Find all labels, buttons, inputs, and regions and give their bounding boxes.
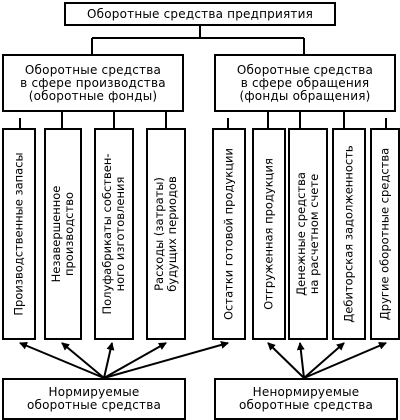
arrow-normed-5 [103, 341, 229, 379]
column-label: Дебиторская задолженность [341, 145, 356, 323]
column-semi-finished: Полуфабрикаты собствен- ного изготовлени… [94, 128, 134, 340]
arrow-unnormed-4 [303, 342, 387, 379]
circulation-line-2: в сфере обращения [240, 75, 370, 90]
column-label: ного изготовления [113, 176, 127, 292]
column-production-stock: Производственные запасы [2, 128, 36, 340]
arrow-unnormed-3 [303, 342, 345, 379]
root-title: Оборотные средства предприятия [86, 6, 313, 21]
column-label: Другие оборотные средства [377, 147, 392, 321]
column-cash: Денежные средства на расчетном счете [288, 128, 328, 340]
column-other-assets: Другие оборотные средства [370, 128, 400, 340]
column-receivables: Дебиторская задолженность [332, 128, 366, 340]
arrow-normed-4 [103, 342, 167, 379]
column-work-in-progress: Незавершенное производство [44, 128, 82, 340]
unnormed-box: Ненормируемые оборотные средства [214, 378, 398, 420]
circulation-sphere-box: Оборотные средства в сфере обращения (фо… [214, 54, 396, 112]
column-label: производство [62, 191, 76, 277]
circulation-line-3: (фонды обращения) [239, 88, 371, 103]
normed-box: Нормируемые оборотные средства [2, 378, 186, 420]
circulation-line-1: Оборотные средства [236, 62, 374, 77]
production-sphere-box: Оборотные средства в сфере производства … [2, 54, 184, 112]
arrow-normed-1 [19, 342, 105, 379]
production-line-3: (оборотные фонды) [28, 88, 158, 103]
column-finished-goods: Остатки готовой продукции [212, 128, 246, 340]
arrow-unnormed-1 [267, 342, 305, 379]
normed-line-2: оборотные средства [26, 398, 162, 412]
column-label: Производственные запасы [11, 152, 26, 316]
column-label: Отгруженная продукция [261, 158, 276, 310]
column-label: Остатки готовой продукции [221, 148, 236, 320]
normed-line-1: Нормируемые [48, 385, 140, 399]
unnormed-line-2: оборотные средства [238, 398, 374, 412]
column-shipped-goods: Отгруженная продукция [252, 128, 286, 340]
root-box: Оборотные средства предприятия [64, 2, 336, 26]
column-label: на расчетном счете [307, 173, 321, 295]
column-label: будущих периодов [165, 176, 179, 292]
arrow-normed-2 [61, 342, 105, 379]
arrow-normed-3 [103, 342, 115, 379]
column-deferred-expenses: Расходы (затраты) будущих периодов [146, 128, 186, 340]
production-line-1: Оборотные средства [24, 62, 162, 77]
unnormed-line-1: Ненормируемые [252, 385, 360, 399]
arrow-unnormed-2 [296, 342, 305, 379]
production-line-2: в сфере производства [20, 75, 166, 90]
